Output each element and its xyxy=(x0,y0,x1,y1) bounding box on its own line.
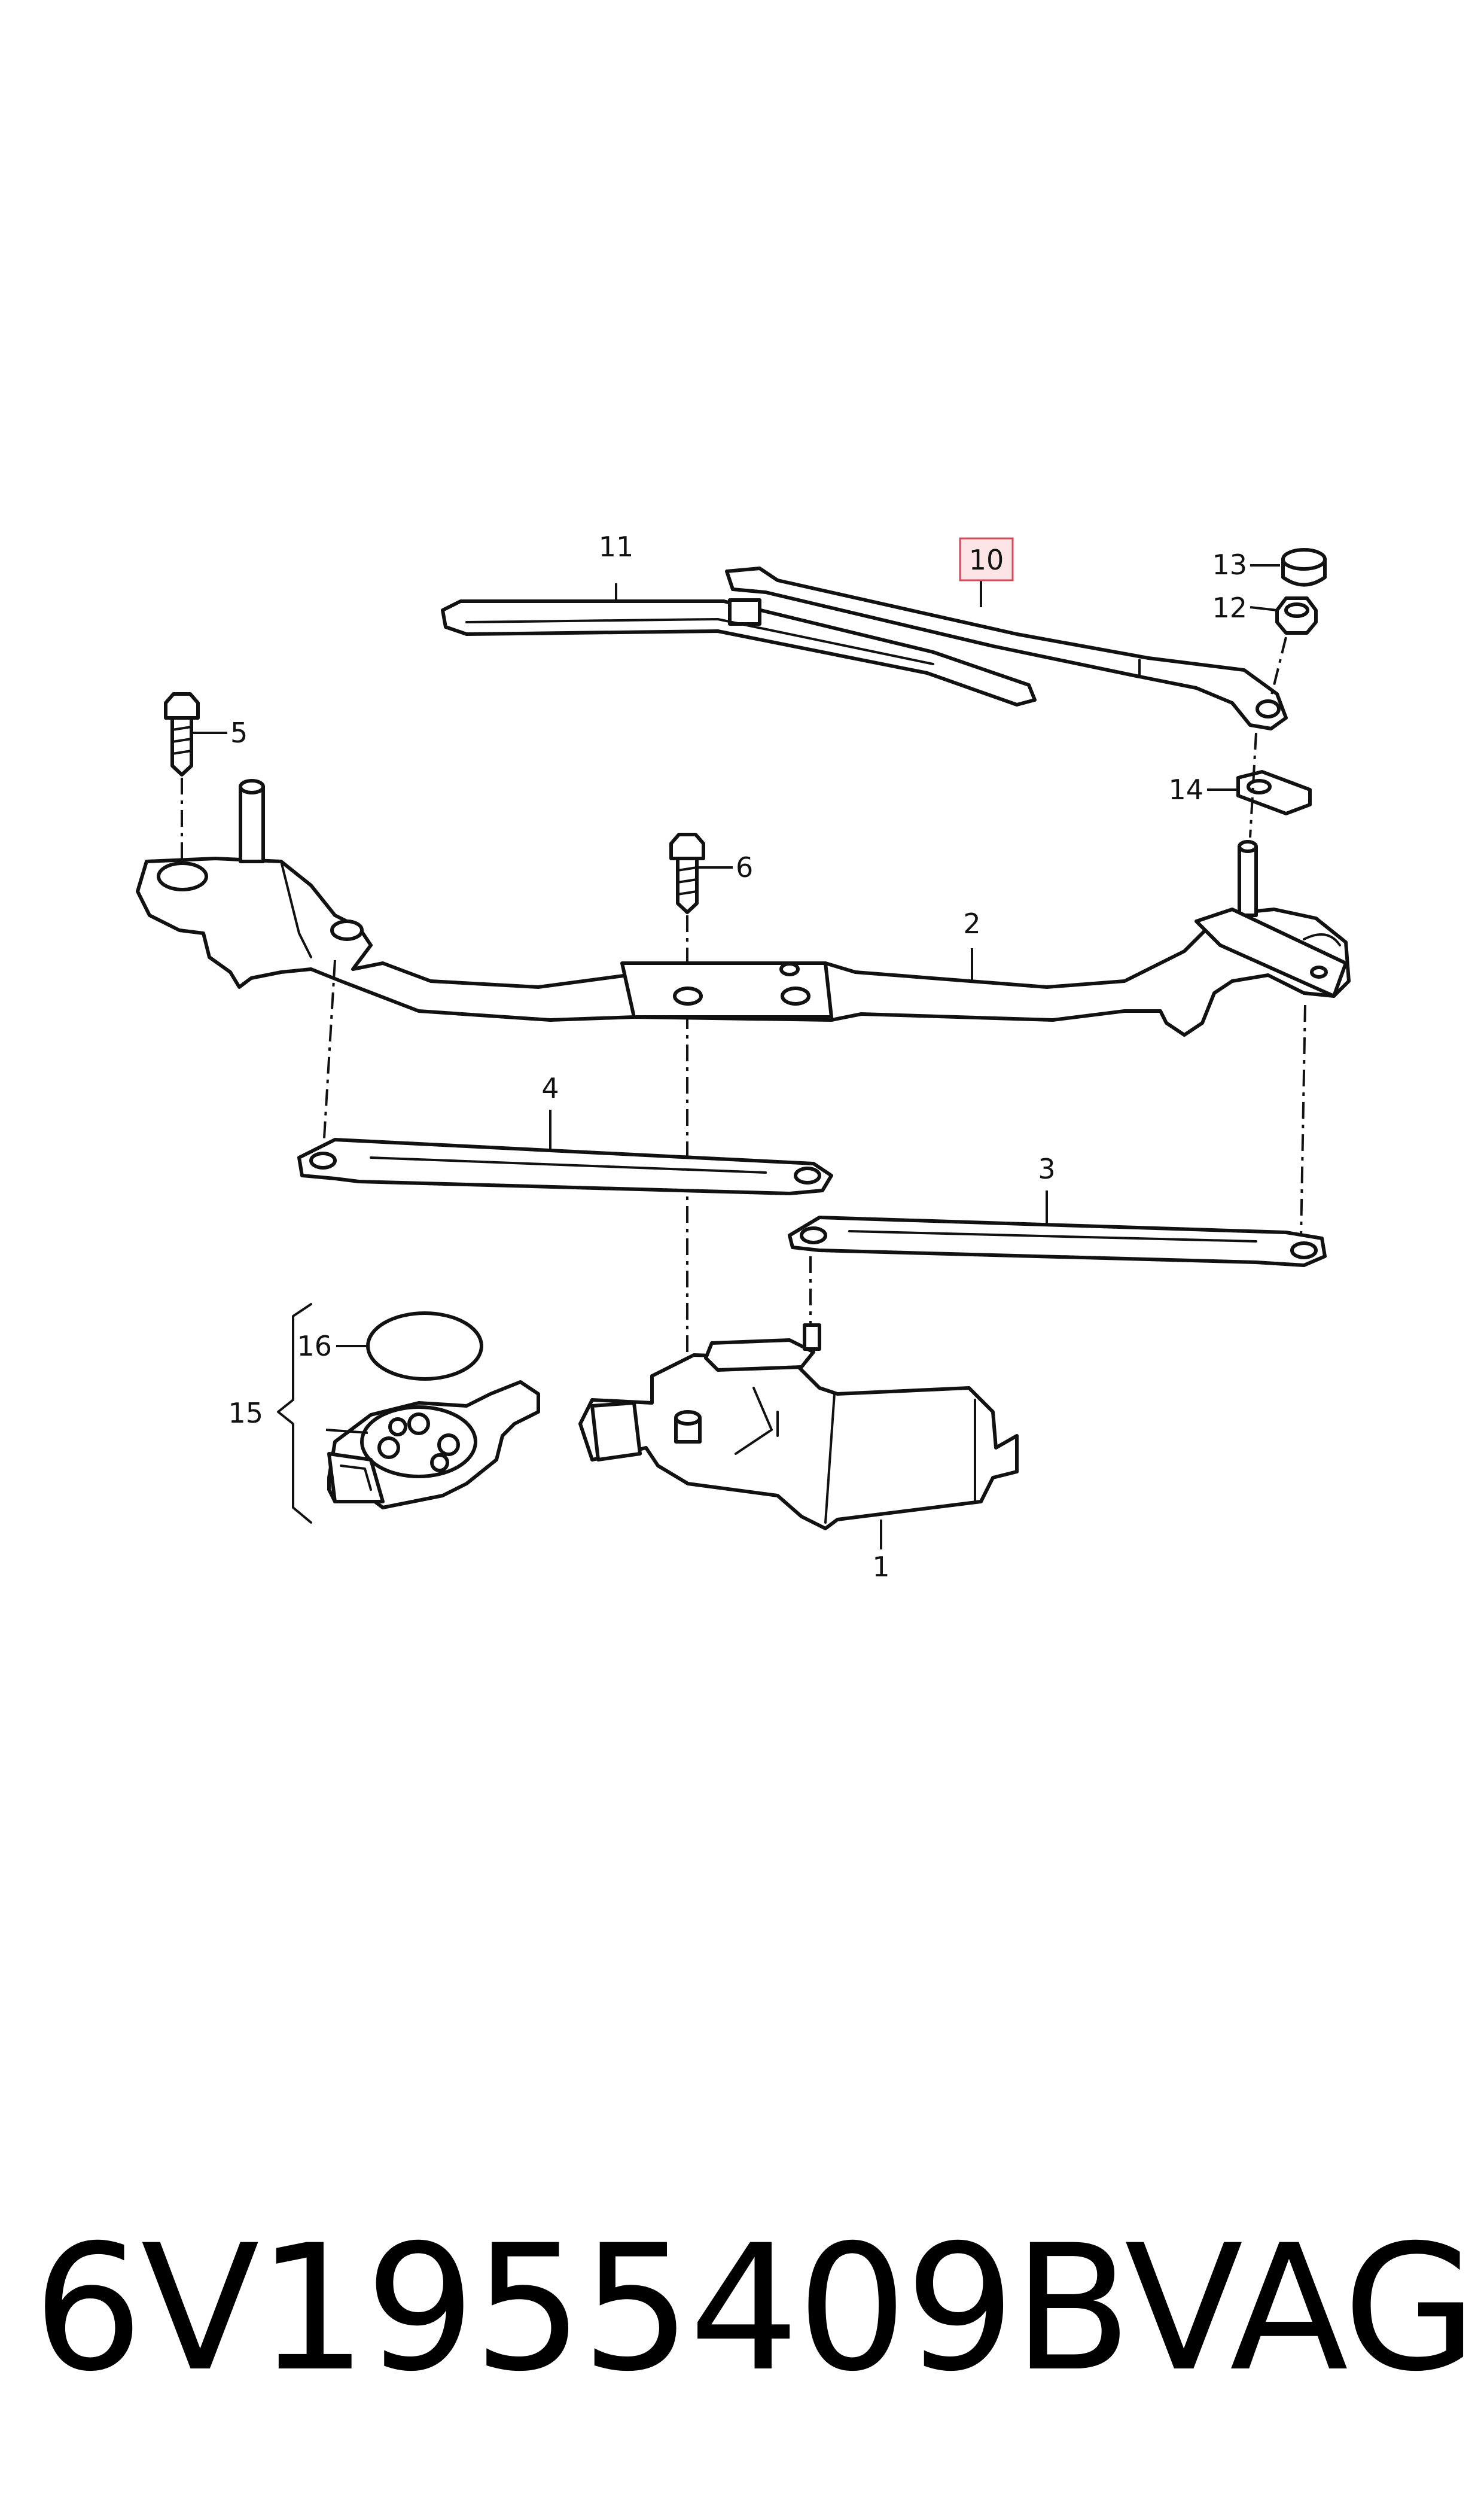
leader-lines xyxy=(191,564,1280,1549)
highlight-box-10 xyxy=(959,537,1014,581)
callout-10[interactable]: 10 xyxy=(969,544,1004,576)
callout-1: 1 xyxy=(872,1551,889,1583)
footer-part-number: 6V1955409B xyxy=(33,2208,1132,2410)
callout-13: 13 xyxy=(1212,549,1247,581)
part-5-bolt[interactable] xyxy=(164,692,200,777)
part-15-rain-light-sensor[interactable] xyxy=(327,1380,540,1509)
assembly-line-2-3 xyxy=(1300,1004,1306,1239)
callout-12: 12 xyxy=(1212,592,1247,624)
callout-2: 2 xyxy=(963,908,980,940)
part-10-wiper-arm[interactable] xyxy=(725,567,1288,730)
part-2-wiper-frame[interactable] xyxy=(136,779,1351,1037)
callout-14: 14 xyxy=(1168,774,1203,806)
part-11-wiper-blade[interactable] xyxy=(441,598,1037,707)
assembly-line-14-2 xyxy=(1249,732,1257,838)
assembly-line-2-4 xyxy=(322,960,336,1158)
callout-11: 11 xyxy=(599,531,634,563)
callout-16: 16 xyxy=(297,1330,332,1362)
footer-brand: VAG xyxy=(1125,2208,1477,2410)
part-16-seal-ring[interactable] xyxy=(366,1311,483,1381)
part-4-push-rod[interactable] xyxy=(297,1138,833,1195)
bracket-15 xyxy=(277,1303,312,1524)
callout-3: 3 xyxy=(1038,1153,1055,1185)
part-14-seal[interactable] xyxy=(1236,770,1312,815)
part-13-cap[interactable] xyxy=(1281,548,1327,587)
assembly-line-12-10 xyxy=(1270,637,1287,698)
part-3-push-rod[interactable] xyxy=(788,1216,1327,1267)
part-1-wiper-motor[interactable] xyxy=(578,1323,1019,1530)
callout-4: 4 xyxy=(541,1072,559,1104)
part-12-hex-nut[interactable] xyxy=(1275,596,1318,635)
callout-6: 6 xyxy=(736,851,753,884)
callout-5: 5 xyxy=(230,717,248,749)
part-6-bolt[interactable] xyxy=(669,833,705,914)
callout-15: 15 xyxy=(228,1397,263,1429)
